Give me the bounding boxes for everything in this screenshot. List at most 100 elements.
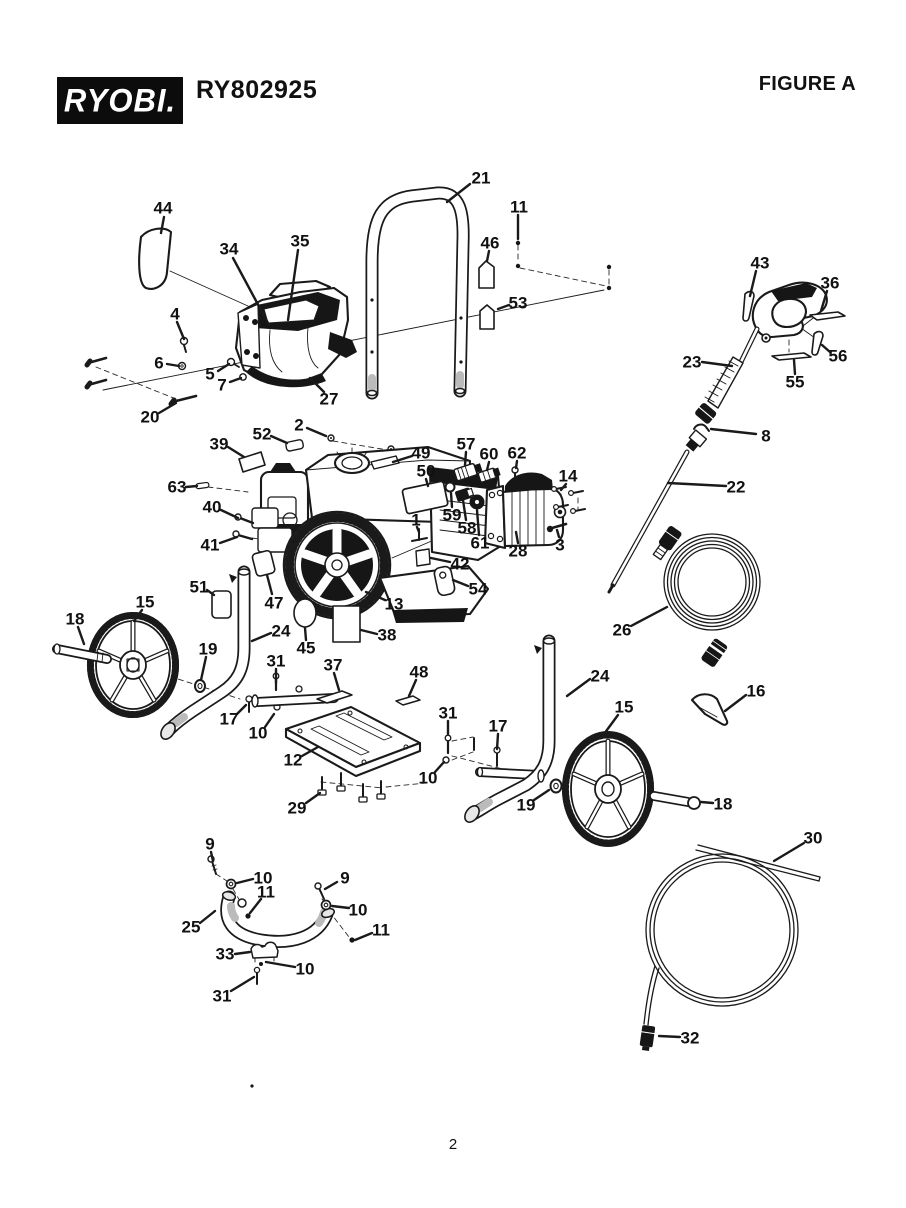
- callout-35: 35: [291, 232, 310, 251]
- callout-leader-38: [359, 628, 379, 636]
- callout-leader-53: [496, 303, 511, 311]
- callout-leader-10: [433, 760, 446, 774]
- callout-leader-44: [159, 215, 166, 235]
- callout-10: 10: [349, 901, 368, 920]
- callout-43: 43: [751, 254, 770, 273]
- callout-leader-4: [175, 320, 186, 341]
- callout-31: 31: [267, 652, 286, 671]
- callout-leader-50: [424, 477, 430, 488]
- tag-53: [479, 304, 495, 330]
- cleaning-tool-16: [690, 693, 729, 726]
- wand-22: [607, 429, 708, 594]
- callout-33: 33: [216, 945, 235, 964]
- callout-leader-37: [332, 671, 341, 692]
- callout-leader-19: [532, 788, 551, 802]
- callout-27: 27: [320, 390, 339, 409]
- callout-leader-10: [235, 877, 255, 885]
- callout-leader-10: [263, 712, 276, 729]
- callout-42: 42: [451, 555, 470, 574]
- callout-leader-57: [463, 450, 468, 467]
- callout-10: 10: [296, 960, 315, 979]
- callout-39: 39: [210, 435, 229, 454]
- callout-59: 59: [443, 506, 462, 525]
- callout-22: 22: [727, 478, 746, 497]
- callout-52: 52: [253, 425, 272, 444]
- callout-55: 55: [786, 373, 805, 392]
- callout-leader-8: [709, 427, 758, 436]
- callout-leader-10: [264, 960, 297, 969]
- callout-leader-15: [602, 713, 620, 736]
- callout-18: 18: [714, 795, 733, 814]
- callout-7: 7: [217, 376, 226, 395]
- callout-56: 56: [829, 347, 848, 366]
- callout-45: 45: [297, 639, 316, 658]
- callout-46: 46: [481, 234, 500, 253]
- callout-19: 19: [517, 796, 536, 815]
- callout-9: 9: [340, 869, 349, 888]
- callout-leader-47: [265, 573, 274, 596]
- callout-30: 30: [804, 829, 823, 848]
- callout-3: 3: [555, 536, 564, 555]
- ryobi-logo: RYOBI.: [57, 77, 183, 124]
- callout-leader-13: [364, 590, 387, 602]
- tag-46: [478, 260, 495, 289]
- callout-leader-49: [391, 454, 414, 464]
- callout-leader-11: [353, 931, 374, 942]
- base-plate-12: [284, 705, 422, 778]
- model-number: RY802925: [196, 76, 318, 104]
- callout-leader-12: [300, 745, 320, 758]
- callout-leader-52: [269, 434, 289, 445]
- callout-leader-27: [308, 376, 326, 394]
- nozzle-blade-55: [771, 352, 812, 361]
- callout-leader-5: [216, 362, 231, 373]
- callout-24: 24: [591, 667, 610, 686]
- callout-leader-3: [555, 528, 561, 539]
- callout-40: 40: [203, 498, 222, 517]
- callout-leader-32: [657, 1034, 682, 1039]
- callout-51: 51: [190, 578, 209, 597]
- callout-leader-18: [699, 800, 715, 805]
- figure-label: FIGURE A: [758, 73, 856, 95]
- callout-31: 31: [213, 987, 232, 1006]
- callout-leader-14: [559, 482, 568, 492]
- callout-4: 4: [170, 305, 180, 324]
- callout-38: 38: [378, 626, 397, 645]
- callout-18: 18: [66, 610, 85, 629]
- callout-leader-17: [235, 703, 248, 716]
- right-leg-24: [442, 634, 556, 823]
- callout-62: 62: [508, 444, 527, 463]
- callout-leader-45: [303, 626, 308, 642]
- callout-leader-30: [772, 841, 806, 863]
- callout-leader-21: [445, 182, 472, 204]
- callout-48: 48: [410, 663, 429, 682]
- callout-57: 57: [457, 435, 476, 454]
- callout-32: 32: [681, 1029, 700, 1048]
- o-ring-8: [693, 423, 710, 432]
- washer-19-right: [549, 778, 563, 794]
- callout-leader-42: [429, 556, 452, 564]
- callout-leader-24: [565, 677, 592, 698]
- blade-37: [316, 690, 353, 704]
- callout-leader-19: [199, 655, 208, 682]
- callout-leader-46: [485, 249, 491, 263]
- callout-leader-29: [304, 791, 322, 805]
- callout-leader-63: [184, 484, 199, 489]
- callout-21: 21: [472, 169, 491, 188]
- callout-leader-43: [748, 269, 758, 298]
- axle-pin-18-right: [649, 791, 701, 810]
- clamp-33: [250, 941, 279, 966]
- callout-44: 44: [154, 199, 173, 218]
- lower-handle-25: [220, 890, 336, 948]
- callout-47: 47: [265, 594, 284, 613]
- callout-leader-36: [819, 289, 829, 313]
- callout-20: 20: [141, 408, 160, 427]
- nozzle-blade-43: [742, 290, 755, 322]
- callout-34: 34: [220, 240, 239, 259]
- callout-leader-61: [475, 508, 481, 537]
- callout-leader-7: [228, 376, 243, 384]
- callout-leader-41: [218, 535, 239, 545]
- callout-leader-6: [165, 362, 181, 368]
- callout-10: 10: [249, 724, 268, 743]
